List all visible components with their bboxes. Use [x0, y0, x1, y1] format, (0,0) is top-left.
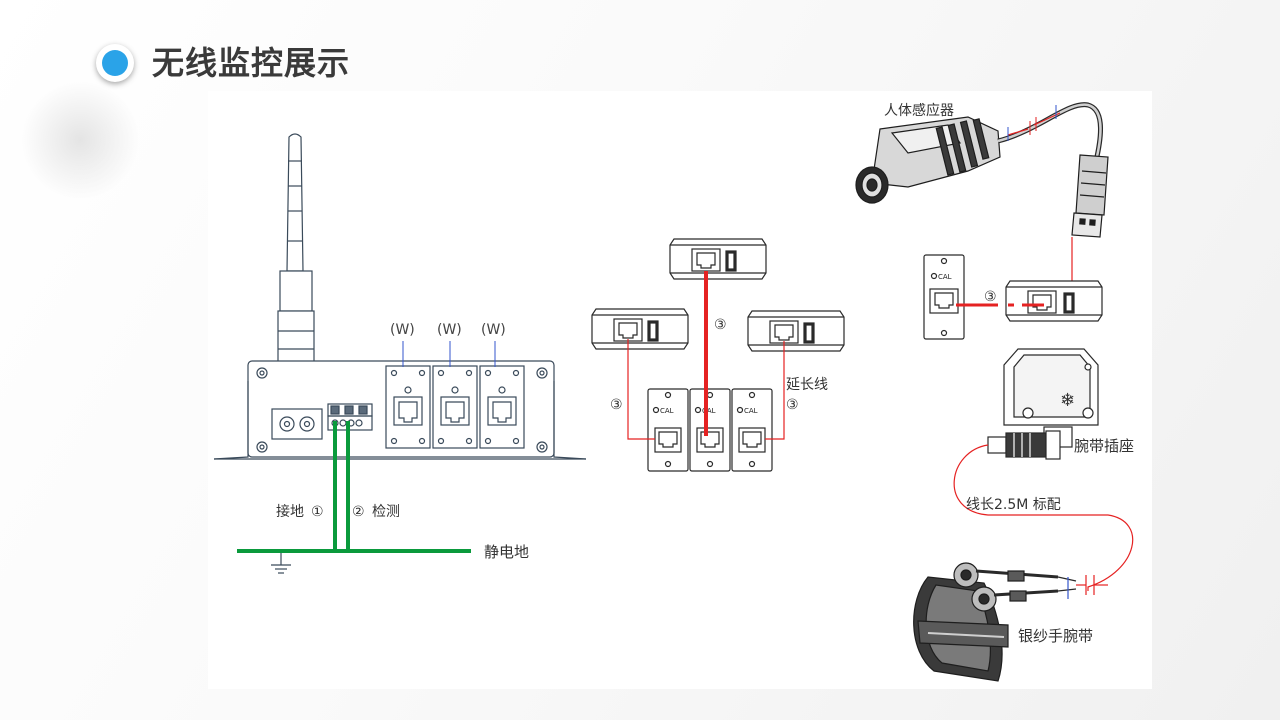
wall-plate [923, 254, 965, 340]
wrist-strap-wire [1057, 575, 1108, 599]
connector-block [591, 308, 689, 350]
human-sensor-icon [855, 116, 1001, 204]
w-label-3: (W) [481, 322, 506, 338]
wrist-socket-icon: ❄ [1003, 348, 1099, 448]
ground-label: 接地 [276, 503, 304, 520]
earth-ground-icon [271, 553, 291, 574]
wrist-plug-icon [987, 430, 1061, 460]
extension-layout [591, 238, 845, 472]
sensor-label: 人体感应器 [884, 102, 954, 119]
circle3-label-sensor: ③ [984, 289, 997, 305]
ground-number: ① [311, 504, 324, 520]
rj45-port-icon [432, 365, 478, 449]
wireless-monitor-diagram: (W) (W) (W) 接地 ① ② 检测 静电地 [213, 102, 1134, 682]
usb-plug-icon [1071, 154, 1109, 238]
rj45-port-icon [479, 365, 525, 449]
detect-number: ② [352, 504, 365, 520]
connector-block [747, 310, 845, 352]
wall-plate [647, 388, 689, 472]
ground-wiring [237, 421, 471, 553]
cal-label-2: CAL [702, 407, 716, 415]
w-label-1: (W) [390, 322, 415, 338]
cable-length-label: 线长2.5M 标配 [966, 497, 1061, 513]
diagram-canvas: (W) (W) (W) 接地 ① ② 检测 静电地 [208, 91, 1152, 689]
terminal-block [327, 403, 373, 431]
extension-label: 延长线 [786, 377, 828, 393]
detect-label: 检测 [372, 504, 400, 520]
background-shadow [20, 80, 140, 200]
extension-cables [627, 271, 785, 440]
connector-block [1005, 280, 1103, 322]
circle3-label-center: ③ [714, 317, 727, 333]
connector-block [669, 238, 767, 280]
wall-plate [689, 388, 731, 472]
circle3-label-right: ③ [786, 397, 799, 413]
cal-label-right: CAL [938, 273, 952, 281]
cal-label-3: CAL [744, 407, 758, 415]
wall-plate [731, 388, 773, 472]
w-labels: (W) (W) (W) [390, 322, 506, 367]
static-ground-label: 静电地 [484, 543, 529, 561]
circle3-label-left: ③ [610, 397, 623, 413]
rj45-port-icon [385, 365, 431, 449]
wrist-strap-label: 银纱手腕带 [1018, 627, 1093, 645]
wrist-strap-icon [913, 562, 1059, 682]
cal-label-1: CAL [660, 407, 674, 415]
wrist-socket-label: 腕带插座 [1074, 437, 1134, 455]
main-unit [213, 133, 587, 460]
wrist-cable [953, 444, 1134, 591]
sensor-cable [997, 102, 1103, 162]
w-label-2: (W) [437, 322, 462, 338]
page-title: 无线监控展示 [152, 44, 351, 82]
svg-text:❄: ❄ [1060, 390, 1075, 411]
title-bullet-icon [96, 44, 134, 82]
